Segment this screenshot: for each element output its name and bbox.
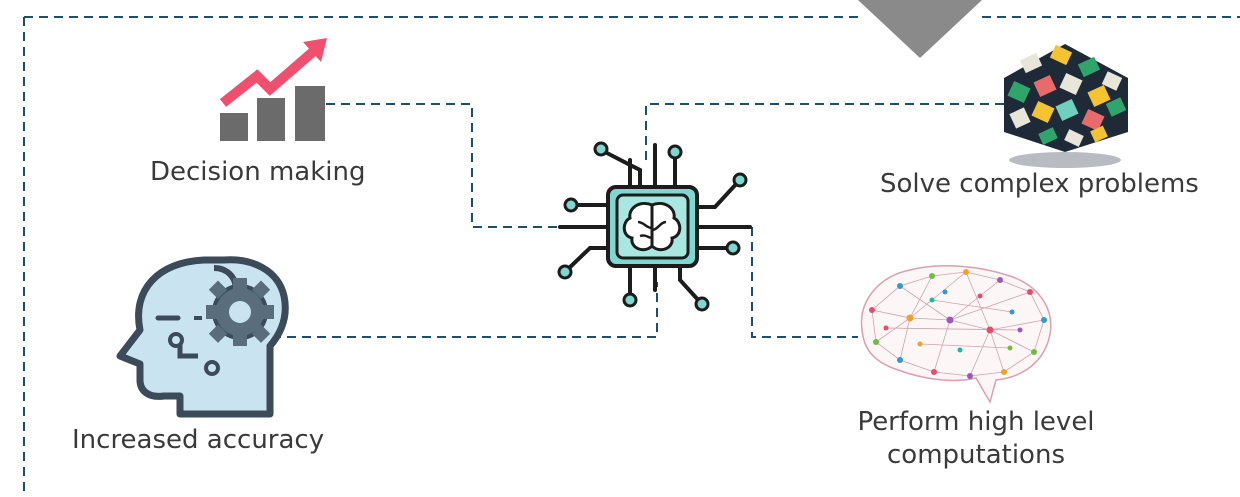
node-label-solve-complex-problems: Solve complex problems [880,169,1199,199]
node-label-decision-making: Decision making [150,157,366,187]
connector-perform [751,227,858,338]
dashed-frame [23,16,1240,497]
puzzle-cube-icon [1004,44,1128,168]
ai-chip-pin-ends [557,141,748,312]
neural-brain-icon [860,264,1052,404]
head-gear-icon [116,256,289,418]
growth-chart-icon [219,38,327,141]
node-label-perform-computations: Perform high level computations [857,407,1095,470]
ai-chip-brain-icon [558,143,752,304]
node-label-increased-accuracy: Increased accuracy [72,425,325,455]
connector-solve [645,103,1005,160]
pointer-triangle [858,0,982,58]
ai-chip-body [606,185,699,268]
connector-accuracy [272,282,658,338]
